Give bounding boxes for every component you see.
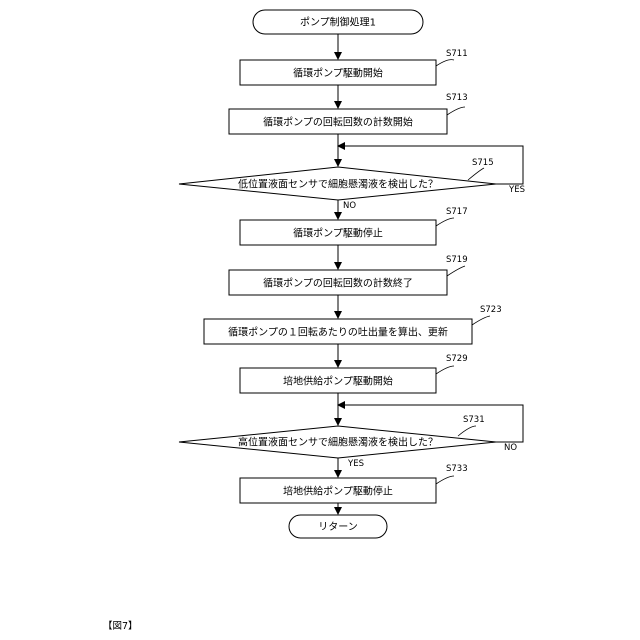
s723-label: 循環ポンプの１回転あたりの吐出量を算出、更新 — [228, 326, 448, 339]
process-s713: 循環ポンプの回転回数の計数開始 S713 — [229, 93, 468, 134]
s715-no-label: NO — [343, 201, 356, 211]
s719-label: 循環ポンプの回転回数の計数終了 — [263, 277, 413, 290]
s731-yes-label: YES — [347, 459, 364, 469]
s713-label: 循環ポンプの回転回数の計数開始 — [263, 116, 413, 129]
s713-leader — [447, 107, 465, 115]
s723-step-id: S723 — [480, 305, 502, 315]
s729-step-id: S729 — [446, 354, 468, 364]
process-s729: 培地供給ポンプ駆動開始 S729 — [240, 354, 468, 393]
s733-label: 培地供給ポンプ駆動停止 — [283, 485, 393, 498]
process-s717: 循環ポンプ駆動停止 S717 — [240, 207, 468, 245]
s717-step-id: S717 — [446, 207, 468, 217]
s717-label: 循環ポンプ駆動停止 — [293, 227, 383, 240]
s731-step-id: S731 — [463, 415, 485, 425]
s715-yes-label: YES — [508, 185, 525, 195]
process-s719: 循環ポンプの回転回数の計数終了 S719 — [229, 255, 468, 295]
s713-step-id: S713 — [446, 93, 468, 103]
start-terminal: ポンプ制御処理1 — [253, 10, 423, 34]
end-terminal: リターン — [289, 515, 387, 538]
s715-leader — [468, 168, 484, 180]
s719-step-id: S719 — [446, 255, 468, 265]
s711-label: 循環ポンプ駆動開始 — [293, 67, 383, 80]
s719-leader — [447, 266, 465, 276]
s723-leader — [472, 316, 490, 325]
s711-step-id: S711 — [446, 49, 468, 59]
s731-no-label: NO — [504, 443, 517, 453]
s717-leader — [436, 218, 454, 226]
figure-label: 【図7】 — [103, 621, 138, 632]
s731-leader — [458, 426, 476, 436]
s733-step-id: S733 — [446, 464, 468, 474]
s729-leader — [436, 366, 454, 374]
process-s711: 循環ポンプ駆動開始 S711 — [240, 49, 468, 85]
end-label: リターン — [318, 521, 358, 533]
s733-leader — [436, 476, 454, 484]
s711-leader — [436, 60, 454, 66]
s731-label: 高位置液面センサで細胞懸濁液を検出した？ — [238, 436, 438, 449]
s729-label: 培地供給ポンプ駆動開始 — [283, 375, 393, 388]
s715-label: 低位置液面センサで細胞懸濁液を検出した？ — [238, 178, 438, 191]
s715-step-id: S715 — [472, 158, 494, 168]
process-s723: 循環ポンプの１回転あたりの吐出量を算出、更新 S723 — [204, 305, 502, 344]
process-s733: 培地供給ポンプ駆動停止 S733 — [240, 464, 468, 503]
start-label: ポンプ制御処理1 — [300, 16, 376, 29]
